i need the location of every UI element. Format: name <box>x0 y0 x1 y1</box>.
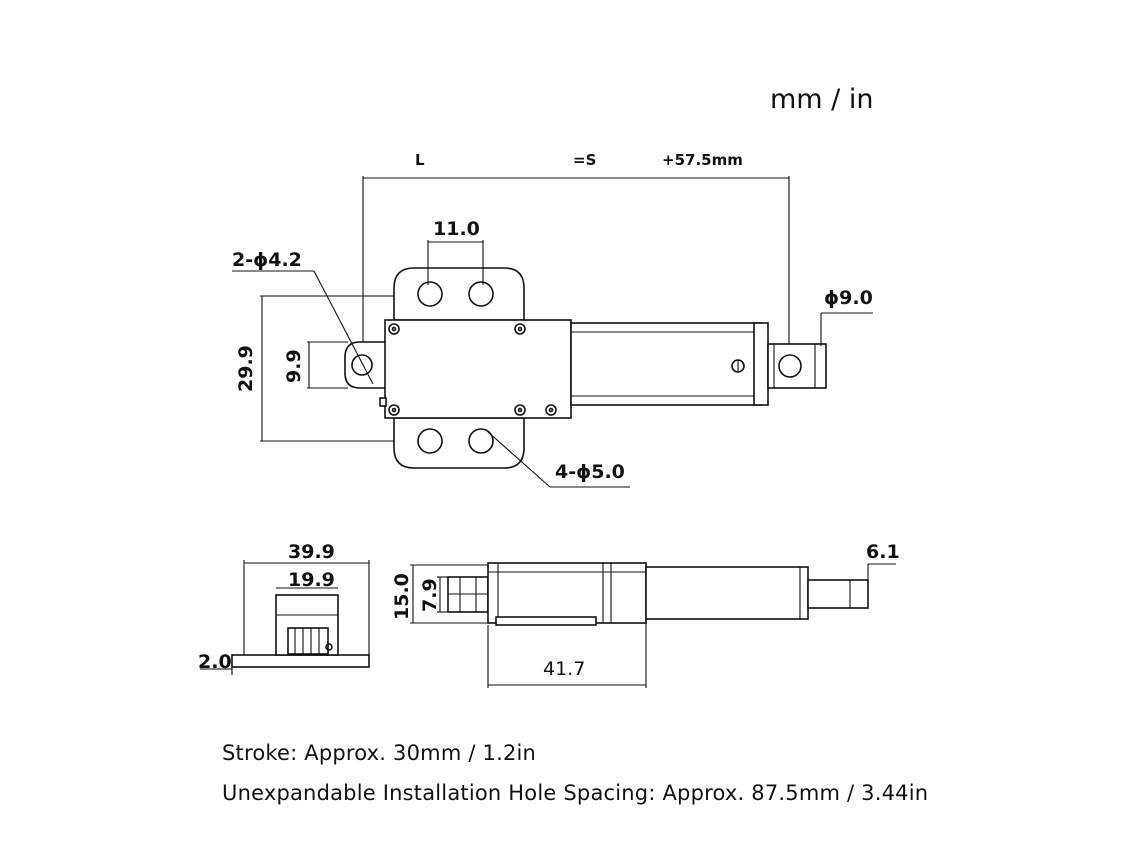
motor-body <box>384 319 572 419</box>
side-body <box>487 562 647 624</box>
end-view: 39.9 19.9 2.0 <box>198 541 370 675</box>
units-label: mm / in <box>770 84 874 115</box>
stroke-note: Stroke: Approx. 30mm / 1.2in <box>222 741 537 765</box>
hole-spacing-label: 11.0 <box>433 218 480 240</box>
rod-end-hole <box>778 354 802 378</box>
length-label-s: =S <box>573 151 596 169</box>
mount-holes-label: 4-ϕ5.0 <box>555 461 625 483</box>
rod-end <box>767 343 827 389</box>
top-view: L =S +57.5mm <box>232 151 873 488</box>
height-inner-label-side: 7.9 <box>419 578 441 612</box>
side-rod <box>807 579 869 609</box>
rear-clevis-hole <box>351 354 373 376</box>
rod-end-label: 6.1 <box>866 541 900 563</box>
mount-hole <box>468 428 494 454</box>
end-base <box>231 654 370 668</box>
base-thickness-label: 2.0 <box>198 651 232 673</box>
actuator-tube <box>570 322 762 406</box>
body-length-label: 41.7 <box>543 658 585 680</box>
small-holes-label: 2-ϕ4.2 <box>232 249 302 271</box>
height-outer-label: 15.0 <box>391 573 413 620</box>
height-overall-label: 29.9 <box>235 345 257 392</box>
upper-mount-flange <box>393 267 525 321</box>
mount-hole <box>417 428 443 454</box>
rear-clevis <box>344 341 389 389</box>
height-inner-label: 9.9 <box>283 349 305 383</box>
width-inner-label: 19.9 <box>288 569 335 591</box>
side-view: 15.0 7.9 6.1 41.7 <box>391 541 900 688</box>
width-outer-label: 39.9 <box>288 541 335 563</box>
mount-hole <box>468 281 494 307</box>
hole-spacing-note: Unexpandable Installation Hole Spacing: … <box>222 781 929 805</box>
length-label-add: +57.5mm <box>662 151 743 169</box>
mount-hole <box>417 281 443 307</box>
length-label-l: L <box>415 151 425 169</box>
side-tube <box>645 566 809 620</box>
rod-hole-label: ϕ9.0 <box>824 287 873 309</box>
lower-mount-flange <box>393 417 525 469</box>
